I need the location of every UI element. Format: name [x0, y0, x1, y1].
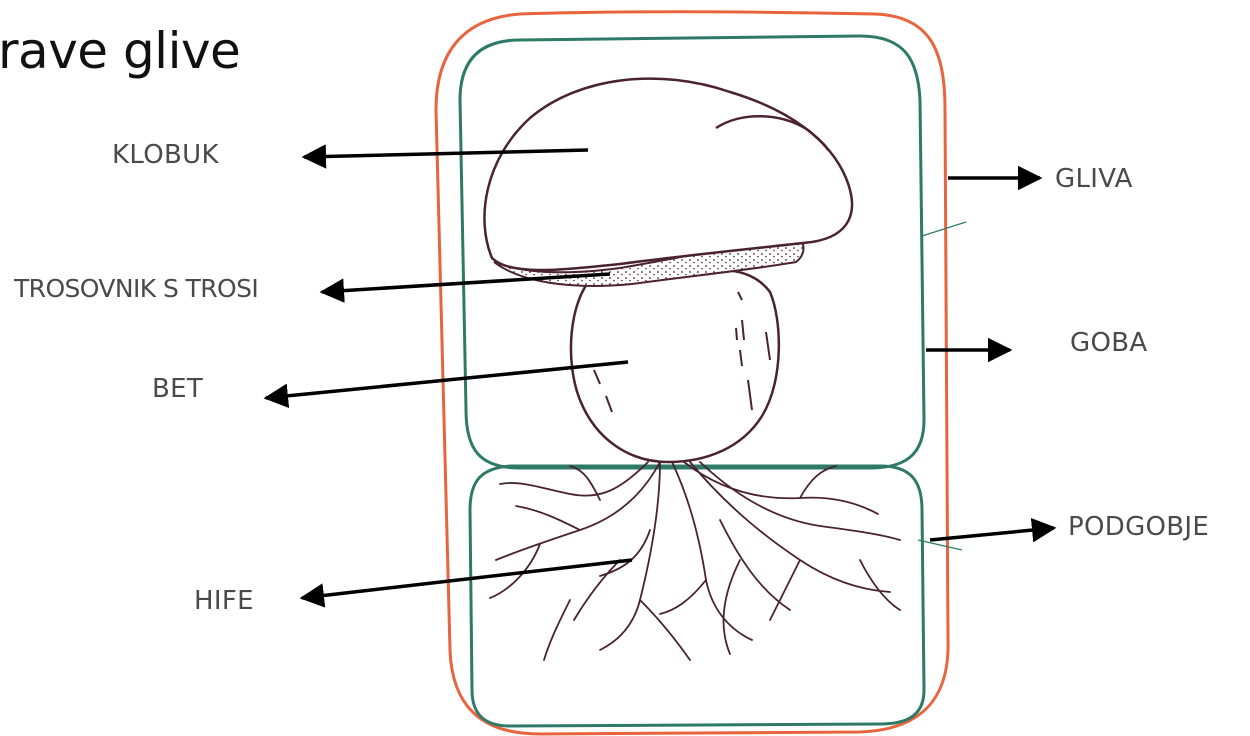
label-hife: HIFE [194, 586, 254, 616]
podgobje-pointer-line [918, 540, 962, 550]
label-gliva: GLIVA [1055, 164, 1133, 194]
hife-arrow [302, 560, 632, 598]
label-klobuk: KLOBUK [112, 140, 219, 170]
label-goba: GOBA [1070, 328, 1147, 358]
mushroom-cap [484, 79, 852, 270]
gliva-pointer-line [922, 222, 966, 236]
label-podgobje: PODGOBJE [1068, 512, 1209, 542]
label-bet: BET [152, 374, 203, 404]
label-trosovnik: TROSOVNIK S TROSI [14, 274, 258, 303]
hyphae-network [490, 462, 900, 660]
